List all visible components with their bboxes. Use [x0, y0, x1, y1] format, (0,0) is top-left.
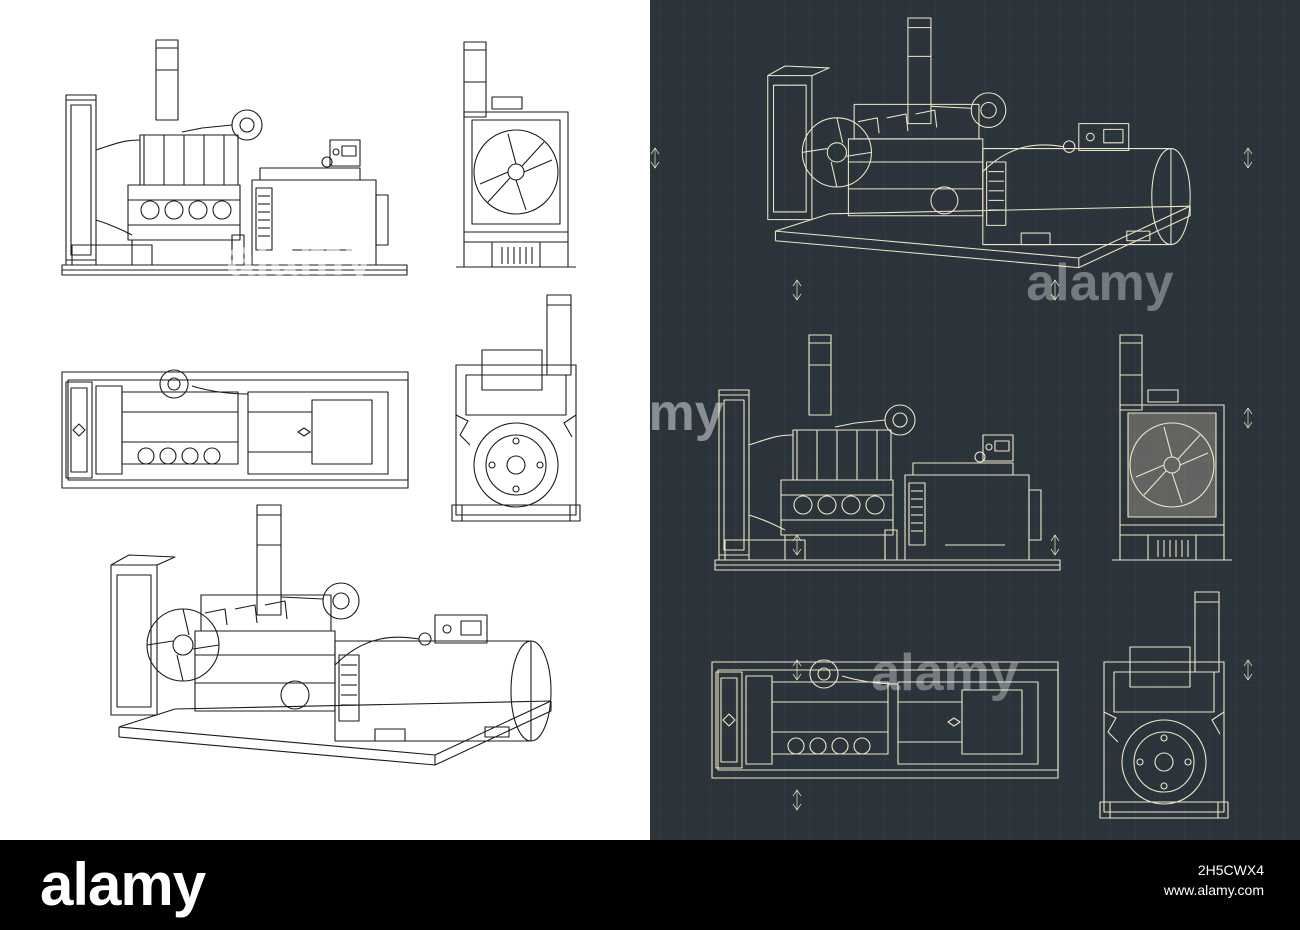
watermark-logo-left: alamy: [226, 229, 374, 287]
light-panel: [0, 0, 650, 840]
stock-footer: alamy 2H5CWX4 www.alamy.com: [0, 840, 1300, 930]
site-url: www.alamy.com: [1163, 882, 1264, 898]
blueprint-panel: [650, 0, 1300, 840]
watermark-logo-center: alamy: [576, 384, 724, 442]
watermarks: alamy alamy alamy alamy: [226, 229, 1174, 702]
watermark-logo-bottom-right: alamy: [871, 644, 1019, 702]
blueprint-front-grille-fill: [1128, 413, 1216, 517]
technical-drawing-sheet: alamy alamy alamy alamy: [0, 0, 1300, 840]
dimension-arrows: [650, 147, 1253, 811]
watermark-logo-top-right: alamy: [1026, 254, 1174, 312]
image-id: 2H5CWX4: [1197, 862, 1264, 878]
image-id-block: 2H5CWX4 www.alamy.com: [1164, 860, 1264, 900]
alamy-logo: alamy: [40, 851, 206, 918]
